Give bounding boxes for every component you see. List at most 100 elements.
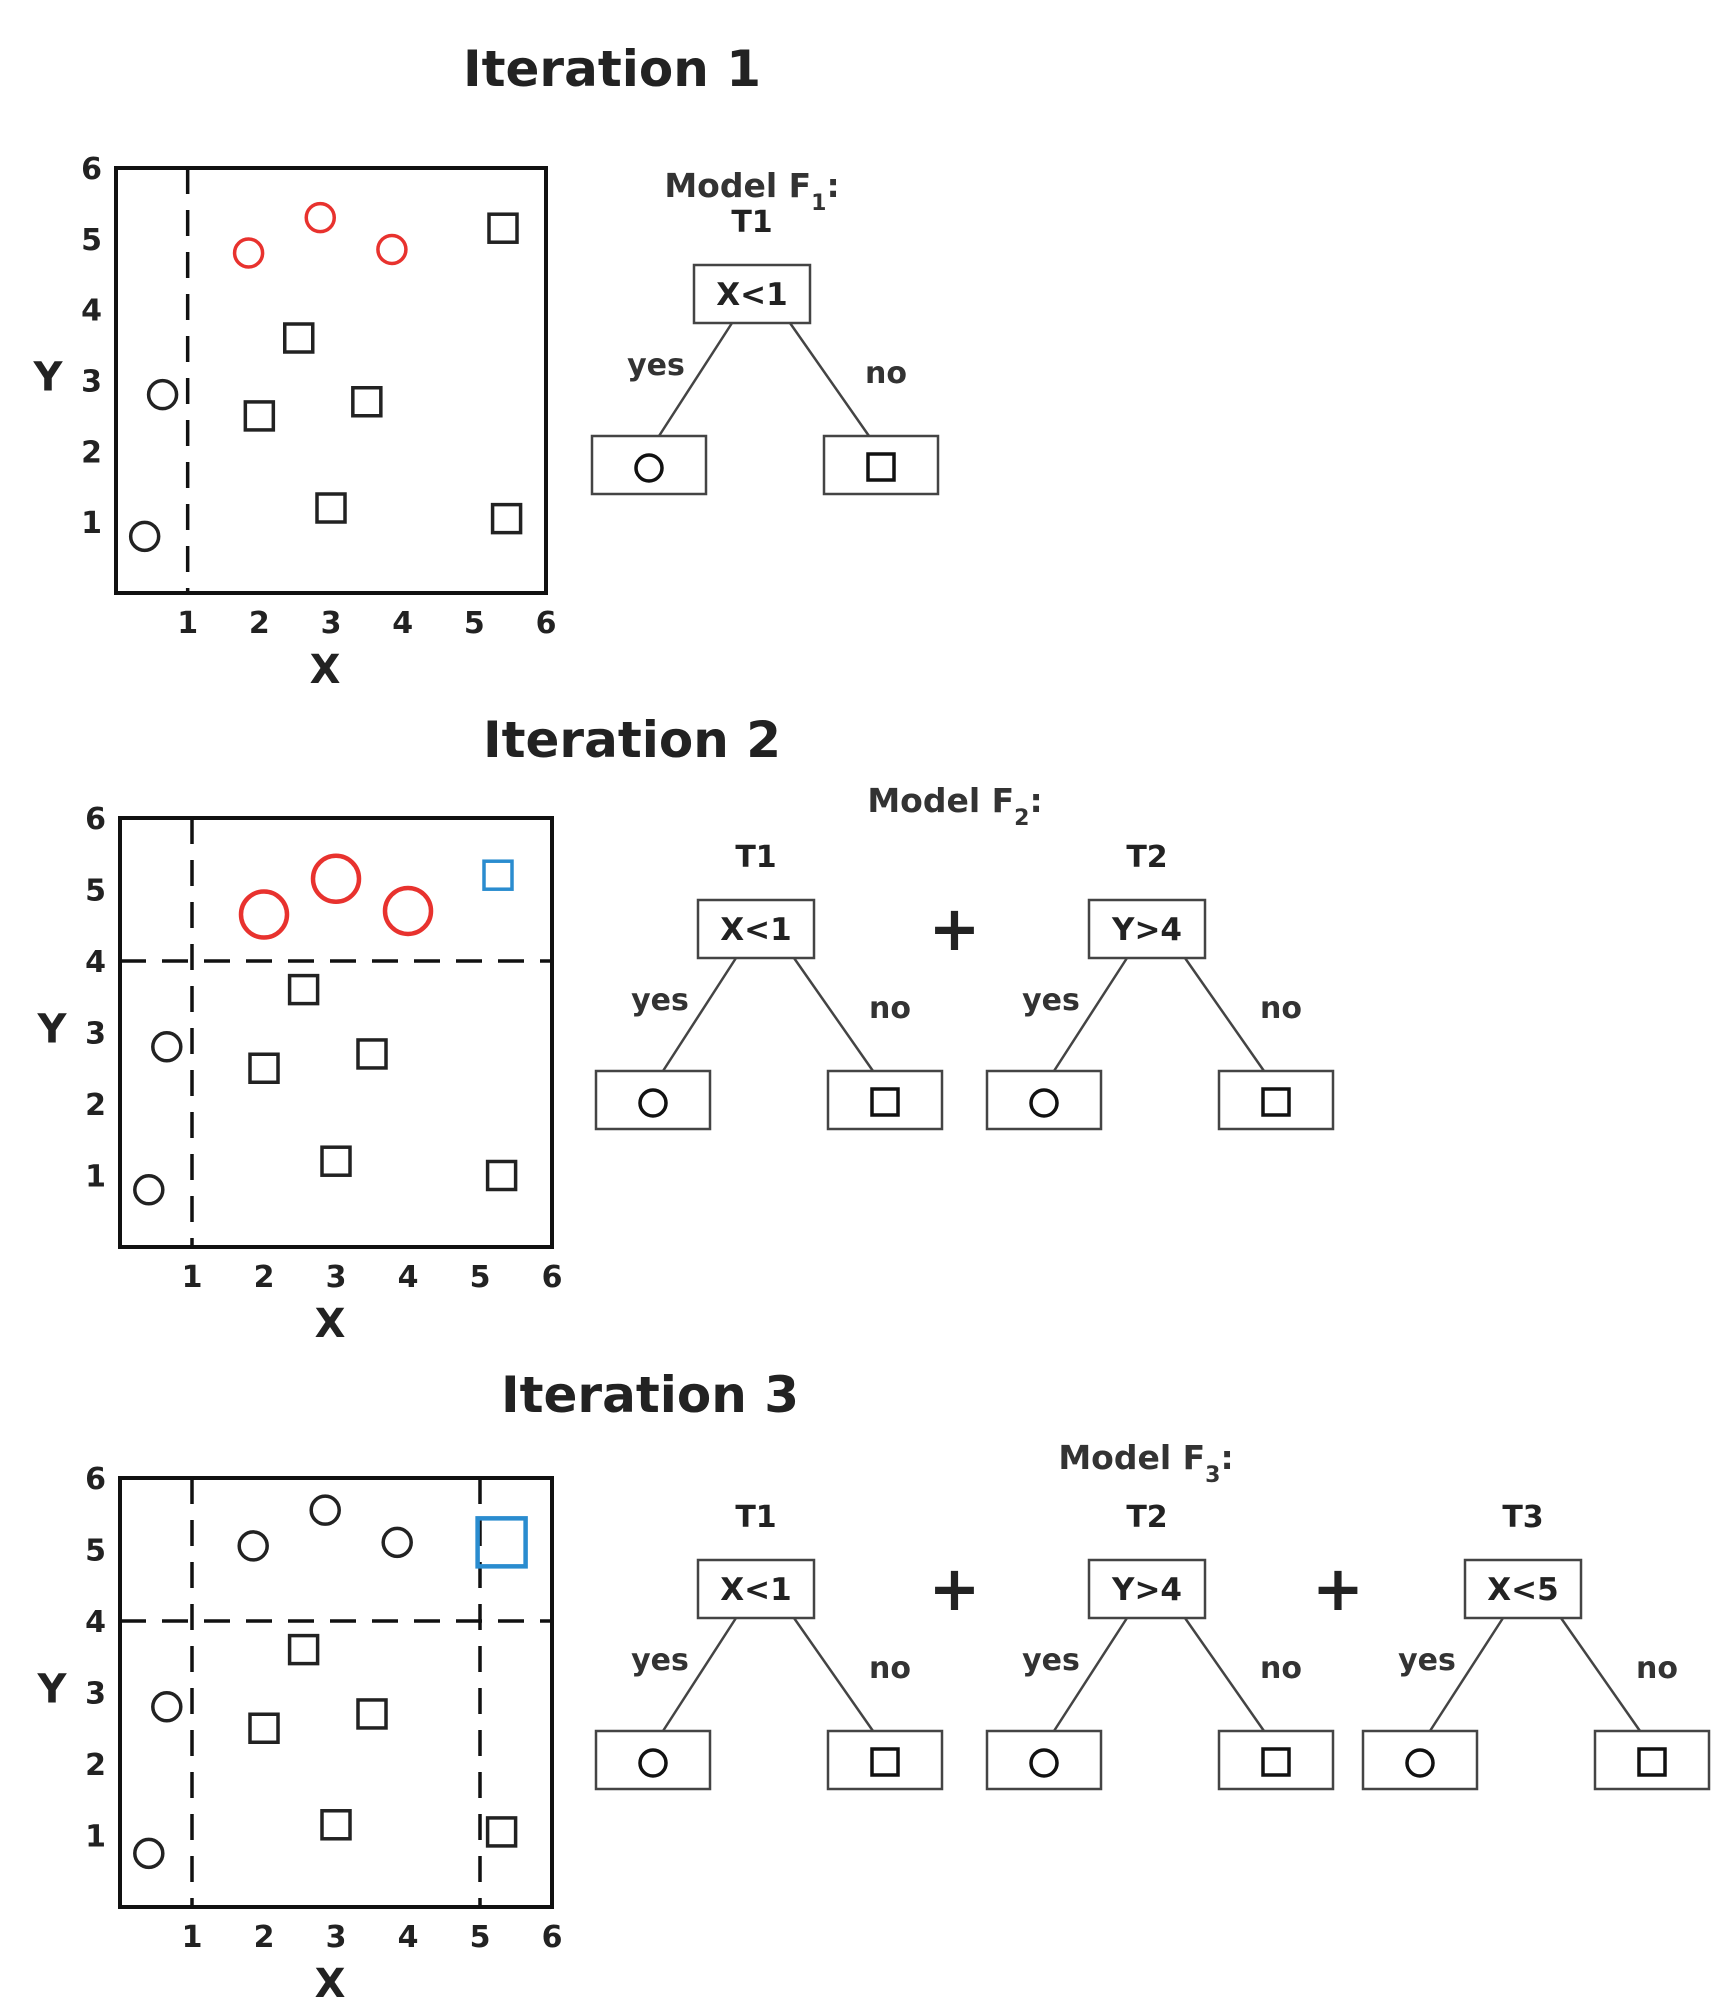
y-tick-label: 2 <box>81 435 102 470</box>
model-label-subscript: 3 <box>1205 1463 1220 1488</box>
yes-branch <box>1052 957 1129 1072</box>
model-label-name: Model F <box>664 166 811 205</box>
yes-branch <box>661 1617 738 1732</box>
no-label: no <box>1636 1651 1678 1686</box>
circle-class-icon <box>1405 1748 1435 1778</box>
yes-label: yes <box>1022 983 1080 1018</box>
condition-node <box>1087 898 1207 960</box>
plus-operator: + <box>929 892 981 965</box>
plot-frame <box>114 166 548 595</box>
square-point <box>283 322 315 354</box>
circle-point <box>146 378 179 411</box>
square-class-icon <box>1637 1747 1667 1777</box>
tree-name: T3 <box>1502 1500 1543 1535</box>
x-tick-label: 1 <box>182 1260 203 1295</box>
tree-name: T1 <box>735 840 776 875</box>
no-branch <box>792 957 875 1072</box>
y-tick-label: 3 <box>85 1017 106 1052</box>
condition-text: X<5 <box>1487 1572 1558 1608</box>
y-tick-label: 4 <box>85 945 106 980</box>
model-label-suffix: : <box>1029 781 1042 820</box>
y-axis-label: Y <box>37 1667 68 1713</box>
x-axis-label: X <box>315 1961 346 2007</box>
x-tick-label: 3 <box>326 1260 347 1295</box>
square-point <box>356 1698 388 1730</box>
yes-leaf-node <box>594 1069 712 1131</box>
circle-point <box>238 889 290 940</box>
tree-name: T1 <box>731 205 772 240</box>
square-point <box>287 1633 320 1666</box>
square-point <box>243 400 276 432</box>
iteration-title: Iteration 3 <box>501 1366 799 1424</box>
condition-node <box>696 1558 816 1620</box>
y-tick-label: 3 <box>81 365 102 400</box>
x-tick-label: 1 <box>182 1920 203 1955</box>
iteration-title: Iteration 2 <box>483 711 781 769</box>
x-tick-label: 4 <box>398 1260 419 1295</box>
model-label: Model F3: <box>1058 1438 1233 1488</box>
plus-operator: + <box>929 1552 981 1625</box>
model-label-suffix: : <box>1220 1438 1233 1477</box>
circle-class-icon <box>1029 1748 1059 1778</box>
x-tick-label: 4 <box>398 1920 419 1955</box>
no-branch <box>1559 1617 1642 1732</box>
yes-label: yes <box>631 983 689 1018</box>
y-tick-label: 2 <box>85 1748 106 1783</box>
no-leaf-node <box>1593 1729 1711 1791</box>
y-tick-label: 5 <box>81 223 102 258</box>
x-tick-label: 5 <box>470 1920 491 1955</box>
condition-node <box>1087 1558 1207 1620</box>
no-label: no <box>865 356 907 391</box>
yes-leaf-node <box>1361 1729 1479 1791</box>
square-point <box>485 1816 518 1848</box>
condition-text: Y>4 <box>1111 1572 1182 1608</box>
yes-leaf-node <box>985 1069 1103 1131</box>
circle-class-icon <box>638 1748 668 1778</box>
model-label-subscript: 2 <box>1014 806 1029 831</box>
square-point <box>485 1159 518 1192</box>
no-label: no <box>869 1651 911 1686</box>
y-tick-label: 2 <box>85 1088 106 1123</box>
circle-point <box>133 1174 165 1206</box>
square-class-icon <box>1261 1087 1291 1117</box>
model-label: Model F2: <box>867 781 1042 831</box>
circle-point <box>376 233 408 266</box>
y-tick-label: 1 <box>85 1820 106 1855</box>
yes-branch <box>657 322 734 437</box>
circle-point <box>151 1691 183 1723</box>
condition-text: Y>4 <box>1111 912 1182 948</box>
circle-point <box>133 1837 165 1870</box>
y-tick-label: 4 <box>81 294 102 329</box>
square-class-icon <box>870 1087 900 1117</box>
no-branch <box>788 322 871 437</box>
no-branch <box>792 1617 875 1732</box>
model-label: Model F1: <box>664 166 839 216</box>
y-tick-label: 3 <box>85 1677 106 1712</box>
model-label-name: Model F <box>867 781 1014 820</box>
no-label: no <box>869 991 911 1026</box>
x-tick-label: 5 <box>464 606 485 641</box>
circle-class-icon <box>1029 1088 1059 1118</box>
tree-name: T2 <box>1126 1500 1167 1535</box>
y-tick-label: 5 <box>85 1534 106 1569</box>
square-point <box>490 502 523 535</box>
circle-point <box>237 1530 269 1562</box>
square-point <box>320 1809 352 1841</box>
yes-branch <box>1052 1617 1129 1732</box>
circle-class-icon <box>638 1088 668 1118</box>
x-axis-label: X <box>310 647 341 693</box>
y-axis-label: Y <box>33 355 64 401</box>
condition-node <box>692 263 812 325</box>
square-point <box>487 212 519 244</box>
y-tick-label: 1 <box>85 1160 106 1195</box>
plus-operator: + <box>1312 1552 1364 1625</box>
